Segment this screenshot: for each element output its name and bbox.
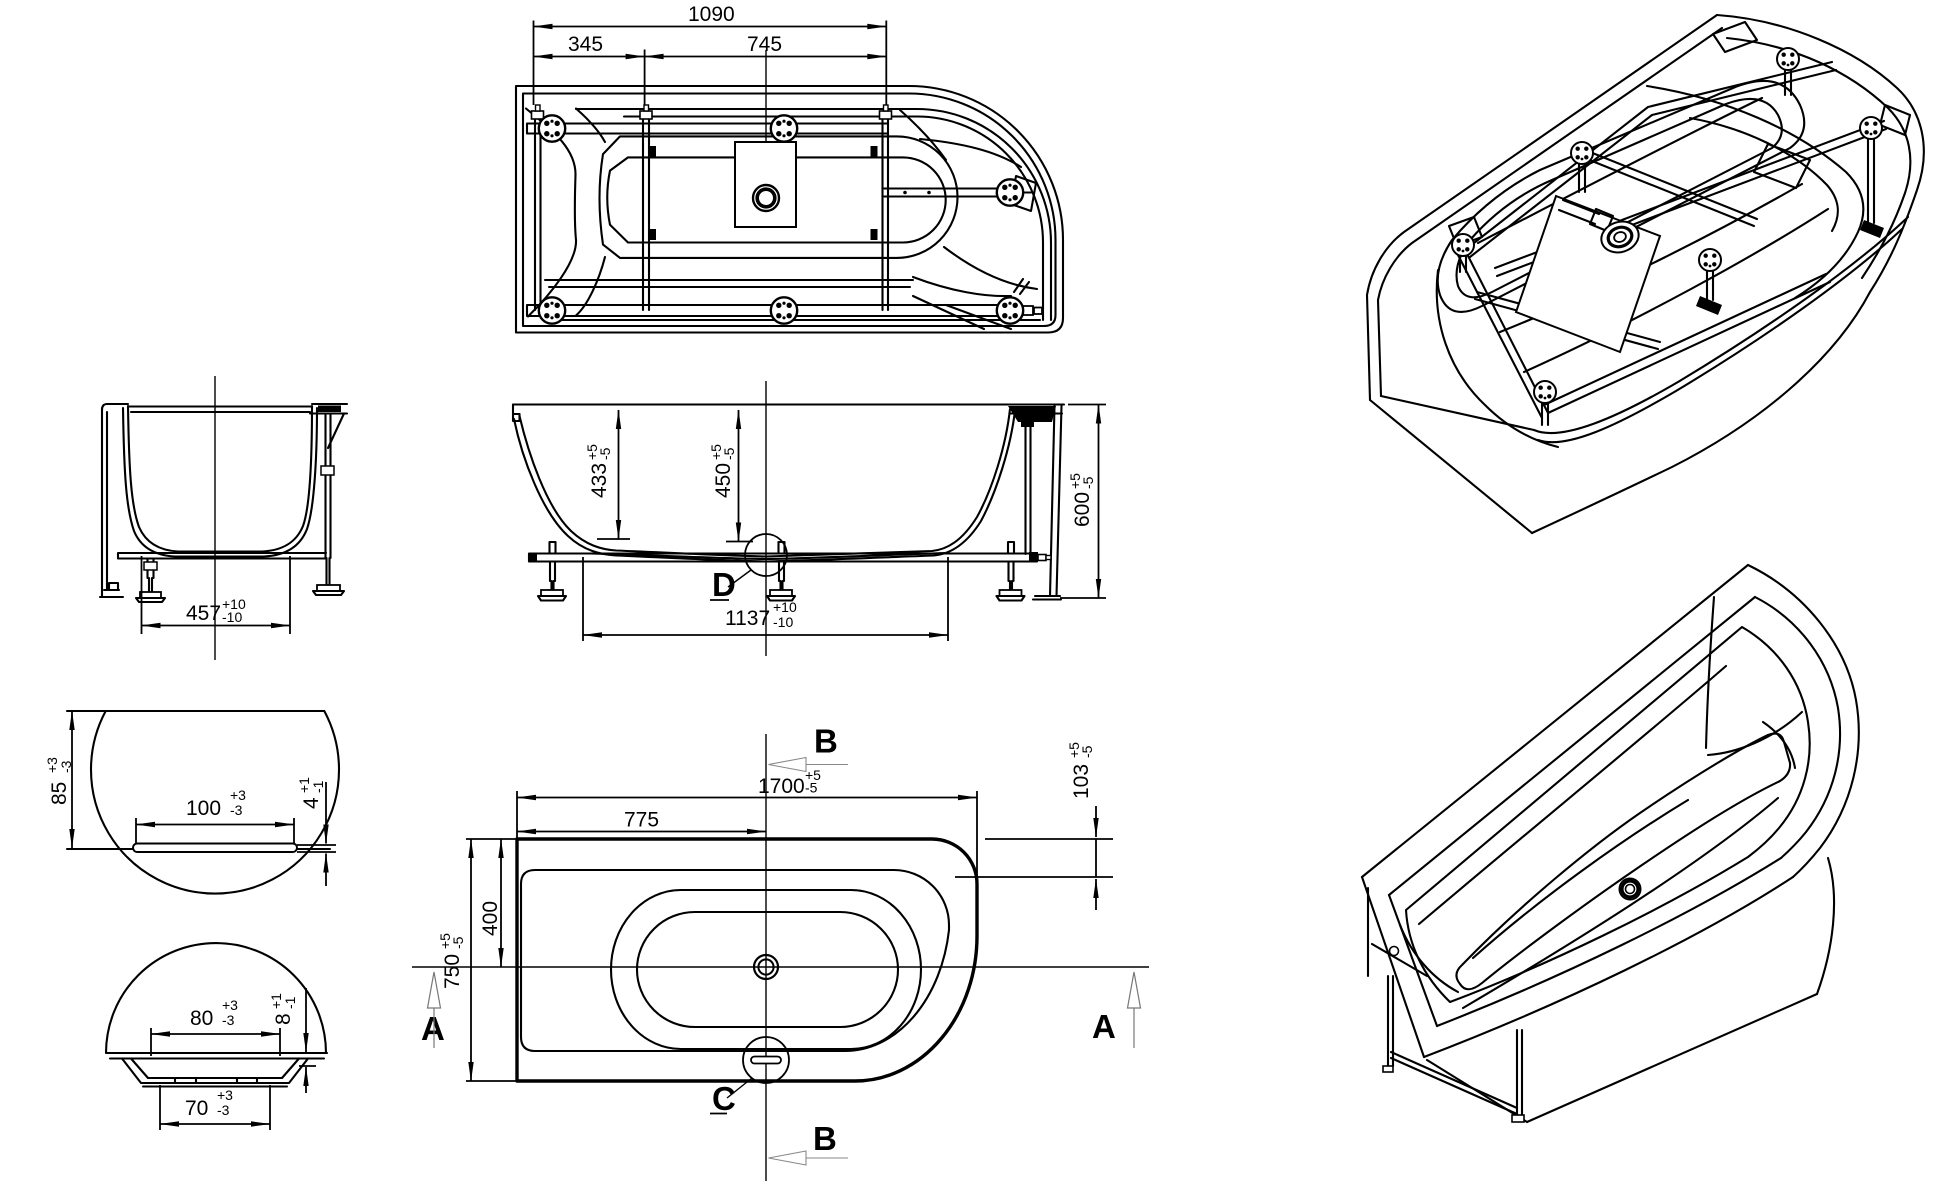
svg-text:-5: -5	[1079, 745, 1095, 758]
svg-text:85: 85	[48, 782, 71, 805]
svg-text:+3: +3	[222, 997, 238, 1013]
svg-text:A: A	[421, 1010, 445, 1047]
svg-text:100: 100	[186, 797, 221, 820]
svg-text:433: 433	[588, 463, 611, 498]
svg-text:B: B	[813, 1120, 837, 1157]
svg-text:+3: +3	[217, 1087, 233, 1103]
svg-text:400: 400	[479, 901, 502, 936]
svg-text:B: B	[814, 723, 838, 760]
svg-text:+10: +10	[222, 596, 246, 612]
svg-text:A: A	[1092, 1008, 1116, 1045]
svg-text:103: 103	[1070, 764, 1093, 799]
svg-text:+3: +3	[44, 757, 60, 773]
svg-text:C: C	[712, 1080, 736, 1117]
svg-text:+5: +5	[805, 767, 821, 783]
svg-text:-5: -5	[597, 447, 613, 460]
svg-text:-3: -3	[217, 1102, 230, 1118]
svg-text:+3: +3	[230, 787, 246, 803]
svg-text:-1: -1	[282, 996, 298, 1009]
svg-text:+5: +5	[708, 444, 724, 460]
svg-text:-3: -3	[230, 802, 243, 818]
svg-text:1137: 1137	[725, 607, 770, 630]
svg-text:457: 457	[186, 602, 221, 625]
svg-text:+5: +5	[1067, 473, 1083, 489]
svg-text:-1: -1	[310, 780, 326, 793]
svg-text:70: 70	[185, 1097, 208, 1120]
svg-text:345: 345	[568, 33, 603, 56]
svg-text:-3: -3	[58, 760, 74, 773]
svg-text:+10: +10	[773, 599, 797, 615]
svg-text:4: 4	[300, 797, 323, 809]
svg-text:1700: 1700	[758, 775, 805, 798]
svg-text:775: 775	[624, 809, 659, 832]
svg-text:+1: +1	[268, 993, 284, 1009]
svg-text:80: 80	[190, 1007, 213, 1030]
svg-text:750: 750	[441, 954, 464, 989]
svg-text:-10: -10	[773, 614, 793, 630]
svg-text:1090: 1090	[688, 3, 735, 26]
svg-text:-3: -3	[222, 1012, 235, 1028]
svg-text:+1: +1	[296, 777, 312, 793]
svg-text:745: 745	[747, 33, 782, 56]
svg-text:-5: -5	[721, 447, 737, 460]
svg-text:8: 8	[272, 1013, 295, 1025]
svg-text:D: D	[712, 566, 736, 603]
svg-text:450: 450	[712, 463, 735, 498]
svg-text:-5: -5	[1080, 476, 1096, 489]
svg-text:+5: +5	[437, 933, 453, 949]
svg-text:-10: -10	[222, 609, 242, 625]
svg-text:600: 600	[1071, 492, 1094, 527]
svg-text:-5: -5	[805, 780, 818, 796]
svg-text:+5: +5	[584, 444, 600, 460]
svg-text:-5: -5	[450, 936, 466, 949]
svg-text:+5: +5	[1066, 742, 1082, 758]
